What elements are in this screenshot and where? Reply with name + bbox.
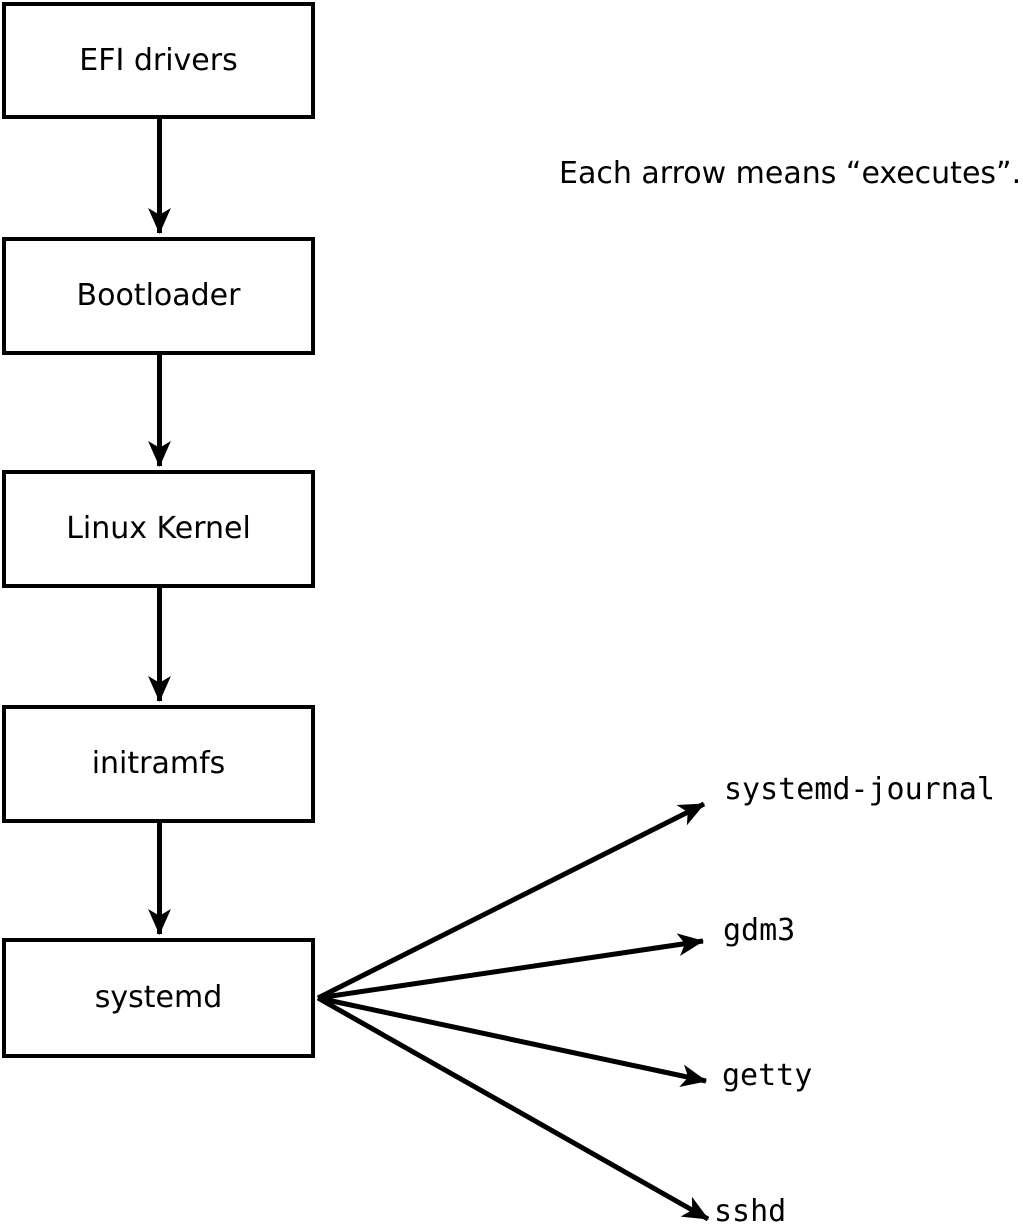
flow-box-label: EFI drivers bbox=[79, 42, 238, 78]
flow-box-label: initramfs bbox=[91, 746, 226, 781]
service-label-gdm3: gdm3 bbox=[723, 913, 796, 948]
arrow-systemd-to-getty bbox=[317, 995, 708, 1087]
flow-box-efi-drivers: EFI drivers bbox=[2, 2, 315, 119]
flow-box-bootloader: Bootloader bbox=[2, 237, 315, 355]
service-label-systemd-journal: systemd-journal bbox=[724, 772, 995, 807]
flow-box-label: systemd bbox=[94, 980, 223, 1015]
arrow-systemd-to-gdm3 bbox=[317, 933, 705, 1001]
arrow-systemd-to-sshd bbox=[316, 995, 710, 1222]
flow-box-initramfs: initramfs bbox=[2, 705, 315, 823]
flow-box-linux-kernel: Linux Kernel bbox=[2, 470, 315, 588]
service-label-sshd: sshd bbox=[714, 1194, 787, 1229]
flow-box-label: Linux Kernel bbox=[66, 511, 251, 546]
flow-box-label: Bootloader bbox=[76, 278, 241, 313]
arrow-meaning-note: Each arrow means “executes”. bbox=[559, 156, 1022, 191]
arrow-systemd-to-systemd-journal bbox=[316, 801, 706, 1001]
flow-box-systemd: systemd bbox=[2, 938, 315, 1058]
service-label-getty: getty bbox=[722, 1058, 813, 1093]
